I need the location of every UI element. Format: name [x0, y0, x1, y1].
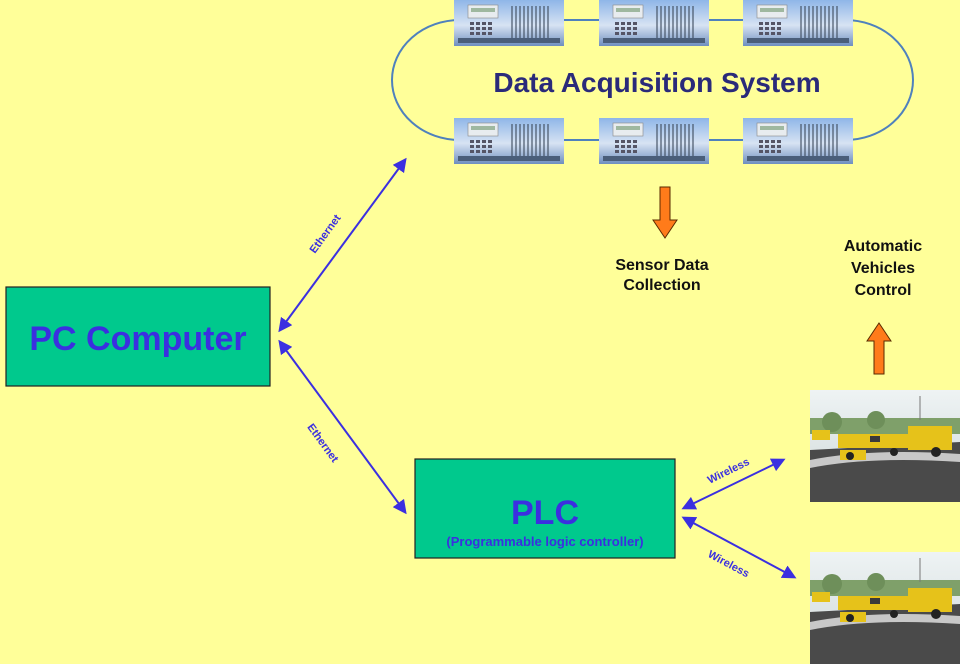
- plc-box: [414, 458, 676, 559]
- sensor-data-caption-line-1: Sensor Data: [615, 257, 708, 274]
- pc-computer-title: PC Computer: [29, 320, 246, 358]
- data-logger-device-icon: [598, 0, 710, 47]
- plc-subtitle: (Programmable logic controller): [446, 534, 643, 549]
- ethernet-lower-label: Ethernet: [304, 422, 340, 465]
- down-arrow-sensor: [652, 186, 678, 239]
- data-logger-device-icon: [453, 117, 565, 165]
- automated-vehicle-photo-icon: [809, 551, 960, 664]
- data-logger-device-icon: [742, 117, 854, 165]
- wireless-link-lower: [681, 516, 797, 579]
- pc-computer-box: [5, 286, 271, 387]
- automated-vehicle-photo-icon: [809, 389, 960, 503]
- plc-title: PLC: [511, 494, 579, 532]
- up-arrow-vehicle-control: [866, 322, 892, 375]
- das-title: Data Acquisition System: [493, 67, 820, 98]
- data-logger-device-icon: [598, 117, 710, 165]
- vehicle-control-caption-line-2: Vehicles: [851, 260, 915, 277]
- vehicle-control-caption-line-3: Control: [855, 282, 912, 299]
- sensor-data-caption-line-2: Collection: [623, 277, 700, 294]
- data-logger-device-icon: [742, 0, 854, 47]
- wireless-link-upper: [681, 458, 786, 510]
- vehicle-control-caption-line-1: Automatic: [844, 238, 922, 255]
- wireless-upper-label: Wireless: [706, 456, 752, 487]
- ethernet-link-pc-das: [278, 157, 407, 333]
- wireless-lower-label: Wireless: [706, 548, 752, 580]
- data-logger-device-icon: [453, 0, 565, 47]
- ethernet-link-pc-plc: [278, 339, 407, 515]
